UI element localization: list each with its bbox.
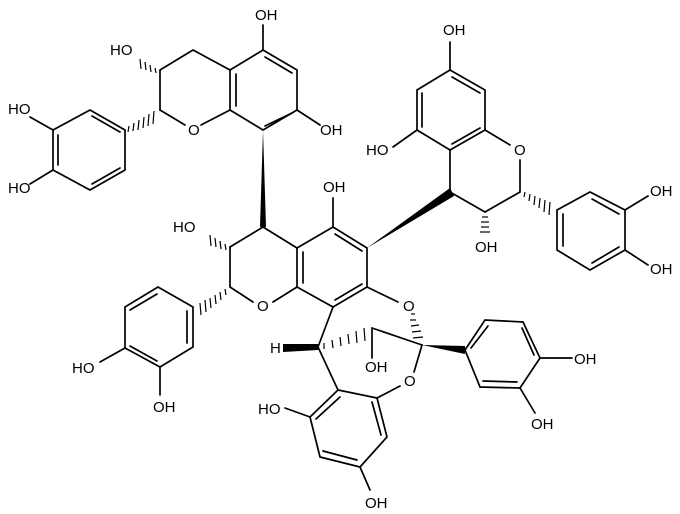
hydroxyl-label: OH [153, 399, 176, 416]
wedge-bond [422, 345, 465, 354]
oxygen-label: O [257, 298, 269, 315]
hash-bond [127, 110, 155, 133]
unit-c [99, 197, 399, 396]
hydroxyl-label: OH [531, 416, 554, 433]
hydroxyl-label: HO [258, 401, 281, 418]
hydroxyl-label: HO [8, 180, 31, 197]
hydroxyl-label: OH [255, 7, 278, 24]
unit-b [392, 41, 649, 271]
oxygen-label: O [514, 142, 526, 159]
oxygen-label: O [404, 373, 416, 390]
wedge-bond [260, 130, 266, 227]
hydroxyl-label: HO [8, 101, 31, 118]
hydroxyl-label: HO [72, 360, 95, 377]
hydroxyl-label: OH [650, 183, 673, 200]
atom-labels: OH HO HO HO O OH HO OH O O HO OH H OH O … [8, 7, 673, 512]
hydroxyl-label: OH [320, 122, 343, 139]
hydroxyl-label: OH [574, 351, 597, 368]
hydroxyl-label: OH [365, 359, 388, 376]
wedge-bond [367, 188, 454, 248]
unit-d [283, 306, 573, 491]
hydroxyl-label: HO [366, 142, 389, 159]
hydroxyl-label: OH [443, 22, 466, 39]
hydroxyl-label: HO [110, 42, 133, 59]
hydroxyl-label: HO [173, 219, 196, 236]
hydroxyl-label: OH [365, 495, 388, 512]
hydroxyl-label: OH [650, 261, 673, 278]
hydroxyl-label: OH [323, 179, 346, 196]
oxygen-label: O [188, 122, 200, 139]
hydroxyl-label: OH [475, 239, 498, 256]
unit-a [29, 24, 321, 191]
wedge-h [283, 344, 318, 352]
hydrogen-label: H [270, 340, 281, 357]
oxygen-label: O [403, 298, 415, 315]
